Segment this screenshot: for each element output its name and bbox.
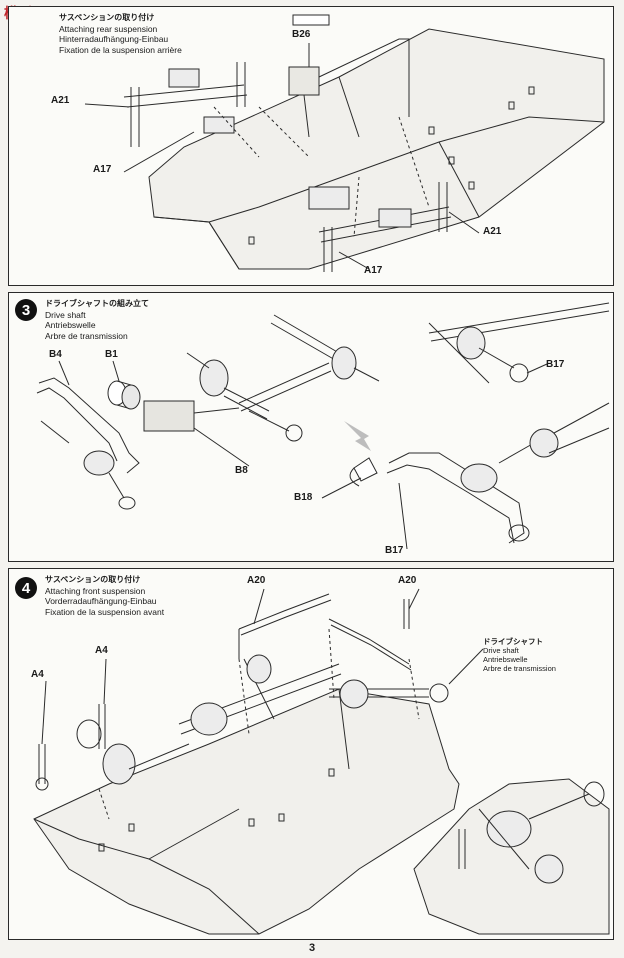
callout-driveshaft-label: ドライブシャフト Drive shaft Antriebswelle Arbre… [483, 637, 556, 673]
step-title-jp: ドライブシャフトの組み立て [45, 299, 149, 308]
callout-b8: B8 [235, 465, 248, 476]
step-title-block: ドライブシャフトの組み立て Drive shaft Antriebswelle … [45, 299, 149, 341]
callout-b17-bottom: B17 [385, 545, 404, 556]
front-suspension-illustration [33, 588, 610, 935]
callout-b26: B26 [292, 29, 311, 40]
step-title-en: Attaching front suspension [45, 585, 146, 596]
page-number: 3 [308, 942, 316, 954]
step-number-badge: 3 [15, 299, 37, 321]
callout-a20-right: A20 [398, 575, 417, 586]
step-panel-drive-shaft: 3 ドライブシャフトの組み立て Drive shaft Antriebswell… [8, 292, 614, 562]
callout-a21-right: A21 [483, 226, 502, 237]
driveshaft-label-en: Drive shaft [483, 646, 519, 655]
callout-a20-left: A20 [247, 575, 266, 586]
step-title-fr: Arbre de transmission [45, 330, 128, 341]
callout-b17-top: B17 [546, 359, 565, 370]
step-title-fr: Fixation de la suspension avant [45, 606, 165, 617]
callout-b1: B1 [105, 349, 118, 360]
step-title-en: Attaching rear suspension [59, 23, 158, 34]
driveshaft-label-de: Antriebswelle [483, 655, 528, 664]
callout-a4-upper: A4 [95, 645, 108, 656]
step-title-block: サスペンションの取り付け Attaching front suspension … [45, 575, 164, 617]
step-panel-rear-suspension: サスペンションの取り付け Attaching rear suspension H… [8, 6, 614, 286]
callout-a4-lower: A4 [31, 669, 44, 680]
rear-suspension-illustration [84, 14, 605, 272]
step-panel-front-suspension: 4 サスペンションの取り付け Attaching front suspensio… [8, 568, 614, 940]
callout-a17-left: A17 [93, 164, 112, 175]
driveshaft-label-fr: Arbre de transmission [483, 664, 556, 673]
callout-b18: B18 [294, 492, 313, 503]
drive-shaft-illustration [36, 302, 610, 550]
step-number-badge: 4 [15, 577, 37, 599]
step-title-jp: サスペンションの取り付け [45, 575, 141, 584]
driveshaft-label-jp: ドライブシャフト [483, 637, 543, 646]
callout-a21-left: A21 [51, 95, 70, 106]
step-title-fr: Fixation de la suspension arrière [59, 44, 182, 55]
step-title-block: サスペンションの取り付け Attaching rear suspension H… [59, 13, 182, 55]
step-title-de: Vorderradaufhängung-Einbau [45, 596, 157, 606]
step-title-de: Antriebswelle [45, 320, 96, 330]
step-title-en: Drive shaft [45, 309, 86, 320]
step-title-de: Hinterradaufhängung-Einbau [59, 34, 169, 44]
callout-a17-bottom: A17 [364, 265, 383, 276]
step-title-jp: サスペンションの取り付け [59, 13, 155, 22]
callout-b4: B4 [49, 349, 62, 360]
